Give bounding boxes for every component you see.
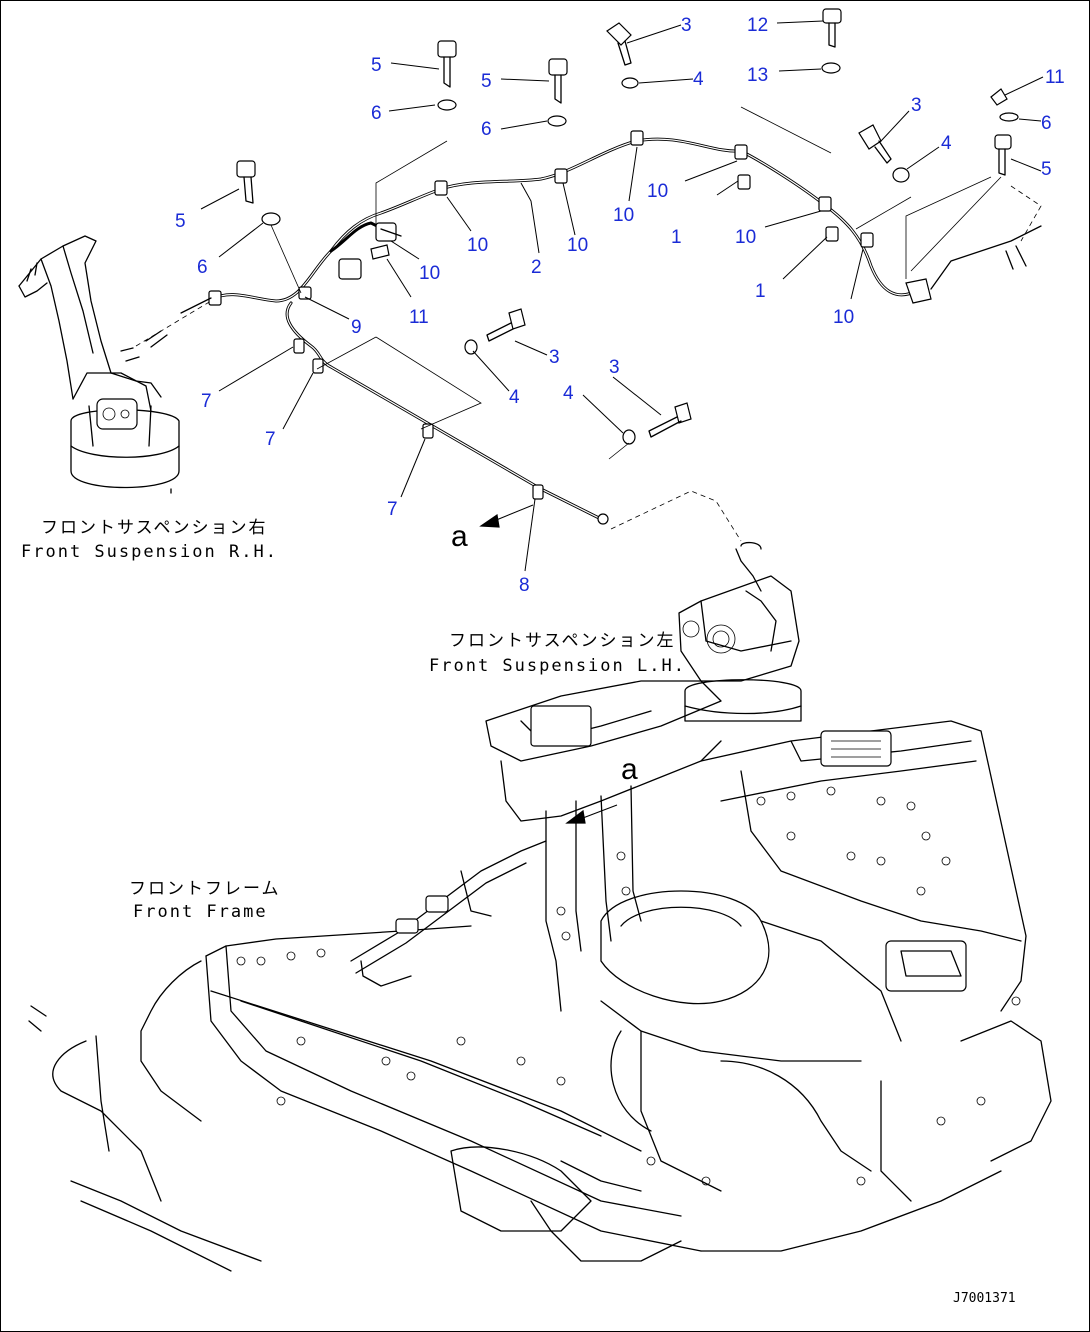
callout-9: 9 — [351, 317, 362, 338]
callout-numbers: 1 1 2 3 3 3 3 4 4 4 4 5 5 5 5 6 6 6 6 7 … — [175, 15, 1065, 596]
callout-7: 7 — [387, 499, 398, 520]
view-marker-a-lower: a — [621, 753, 638, 786]
callout-6: 6 — [371, 103, 382, 124]
front-frame-illustration — [28, 680, 1052, 1272]
label-front-frame-jp: フロントフレーム — [129, 879, 281, 899]
label-front-frame-en: Front Frame — [133, 902, 268, 922]
callout-11: 11 — [409, 307, 429, 328]
callout-4: 4 — [509, 387, 520, 408]
callout-10: 10 — [467, 235, 488, 256]
label-front-suspension-lh-jp: フロントサスペンション左 — [449, 631, 675, 651]
view-marker-a-upper: a — [451, 520, 468, 553]
callout-1: 1 — [671, 227, 682, 248]
callout-10: 10 — [419, 263, 440, 284]
callout-13: 13 — [747, 65, 768, 86]
callout-11: 11 — [1045, 67, 1065, 88]
callout-5: 5 — [371, 55, 382, 76]
callout-4: 4 — [563, 383, 574, 404]
callout-3: 3 — [681, 15, 692, 36]
callout-4: 4 — [941, 133, 952, 154]
fasteners — [236, 8, 1019, 445]
label-front-suspension-rh-jp: フロントサスペンション右 — [41, 518, 267, 538]
label-front-suspension-rh-en: Front Suspension R.H. — [21, 542, 278, 562]
main-wiring-harness — [180, 130, 1042, 525]
callout-5: 5 — [175, 211, 186, 232]
callout-3: 3 — [609, 357, 620, 378]
label-front-suspension-lh-en: Front Suspension L.H. — [429, 656, 686, 676]
callout-10: 10 — [735, 227, 756, 248]
callout-3: 3 — [549, 347, 560, 368]
front-suspension-rh-illustration — [18, 235, 212, 494]
callout-5: 5 — [1041, 159, 1052, 180]
callout-1: 1 — [755, 281, 766, 302]
callout-4: 4 — [693, 69, 704, 90]
front-suspension-lh-illustration — [610, 490, 802, 722]
callout-10: 10 — [647, 181, 668, 202]
callout-6: 6 — [197, 257, 208, 278]
callout-7: 7 — [265, 429, 276, 450]
callout-3: 3 — [911, 95, 922, 116]
drawing-code: J7001371 — [953, 1291, 1016, 1306]
callout-10: 10 — [613, 205, 634, 226]
callout-2: 2 — [531, 257, 542, 278]
callout-leaders — [200, 20, 1044, 824]
callout-5: 5 — [481, 71, 492, 92]
callout-8: 8 — [519, 575, 530, 596]
callout-6: 6 — [1041, 113, 1052, 134]
callout-12: 12 — [747, 15, 768, 36]
view-labels: フロントサスペンション右 Front Suspension R.H. フロントサ… — [21, 518, 1016, 1306]
callout-10: 10 — [833, 307, 854, 328]
reference-lines — [270, 106, 1002, 460]
callout-7: 7 — [201, 391, 212, 412]
callout-6: 6 — [481, 119, 492, 140]
callout-10: 10 — [567, 235, 588, 256]
